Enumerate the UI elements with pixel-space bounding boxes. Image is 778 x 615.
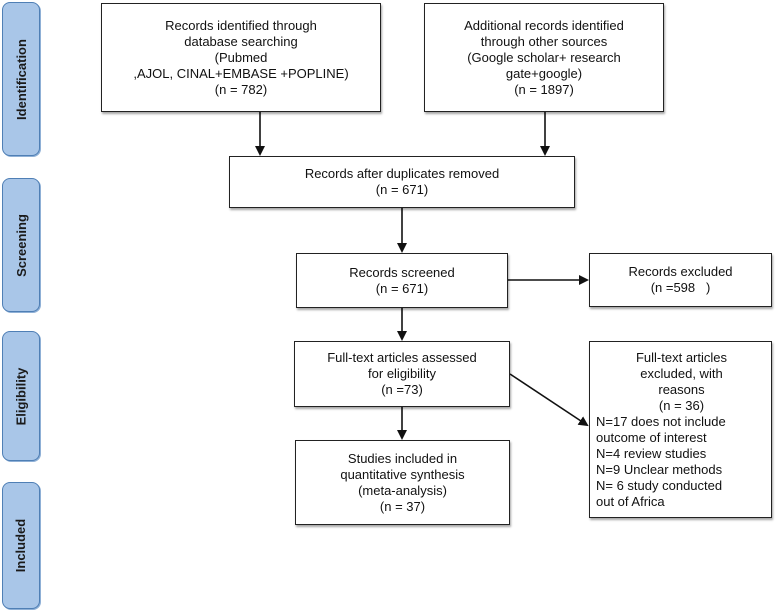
box-line: (n = 37) <box>379 498 426 514</box>
box-line: quantitative synthesis <box>340 466 465 482</box>
box-line: out of Africa <box>596 493 665 509</box>
stage-label: Eligibility <box>13 367 29 425</box>
stage-label: Included <box>13 518 29 573</box>
box-line: (n =598 ) <box>650 280 711 295</box>
box-line: (n = 782) <box>214 81 268 97</box>
stage-eligibility: Eligibility <box>2 331 40 461</box>
box-line: (meta-analysis) <box>358 482 447 498</box>
box-line: Records identified through <box>165 17 317 33</box>
box-line: N= 6 study conducted <box>596 477 723 493</box>
box-line: Records excluded <box>628 264 733 279</box>
box-records-excluded: Records excluded (n =598 ) <box>589 253 772 307</box>
box-line: (Pubmed <box>214 49 268 65</box>
box-line: N=17 does not include <box>596 413 726 429</box>
stage-identification: Identification <box>2 2 40 156</box>
arrow-fulltext-to-excluded <box>509 373 589 427</box>
box-fulltext-excluded: Full-text articles excluded, with reason… <box>589 341 772 518</box>
stage-included: Included <box>2 482 40 609</box>
stage-label: Screening <box>13 213 29 277</box>
box-other-sources: Additional records identified through ot… <box>424 3 664 112</box>
box-line: (n = 1897) <box>514 81 574 97</box>
box-line: Records after duplicates removed <box>304 166 500 181</box>
stage-label: Identification <box>13 38 29 120</box>
box-line: Studies included in <box>347 450 458 466</box>
box-line: ,AJOL, CINAL+EMBASE +POPLINE) <box>133 65 349 81</box>
box-line: Records screened <box>349 264 455 280</box>
box-line: (n = 671) <box>375 280 429 296</box>
box-line: N=9 Unclear methods <box>596 461 723 477</box>
box-line: Full-text articles <box>635 349 728 365</box>
box-line: (n = 671) <box>375 182 429 197</box>
box-line: for eligibility <box>368 366 436 381</box>
box-fulltext-assessed: Full-text articles assessed for eligibil… <box>294 341 510 407</box>
box-line: Additional records identified <box>464 17 624 33</box>
box-studies-included: Studies included in quantitative synthes… <box>295 440 510 525</box>
box-line: reasons <box>658 381 705 397</box>
box-line: excluded, with <box>640 365 723 381</box>
box-line: Full-text articles assessed <box>327 350 477 365</box>
box-line: (n = 36) <box>658 397 705 413</box>
box-line: N=4 review studies <box>596 445 707 461</box>
box-line: through other sources <box>480 33 608 49</box>
stage-screening: Screening <box>2 178 40 312</box>
box-line: database searching <box>184 33 298 49</box>
box-records-screened: Records screened (n = 671) <box>296 253 508 308</box>
box-line: outcome of interest <box>596 429 707 445</box>
box-line: (Google scholar+ research <box>467 49 621 65</box>
box-database-search: Records identified through database sear… <box>101 3 381 112</box>
box-duplicates-removed: Records after duplicates removed (n = 67… <box>229 156 575 208</box>
box-line: (n =73) <box>381 382 423 397</box>
box-line: gate+google) <box>505 65 583 81</box>
